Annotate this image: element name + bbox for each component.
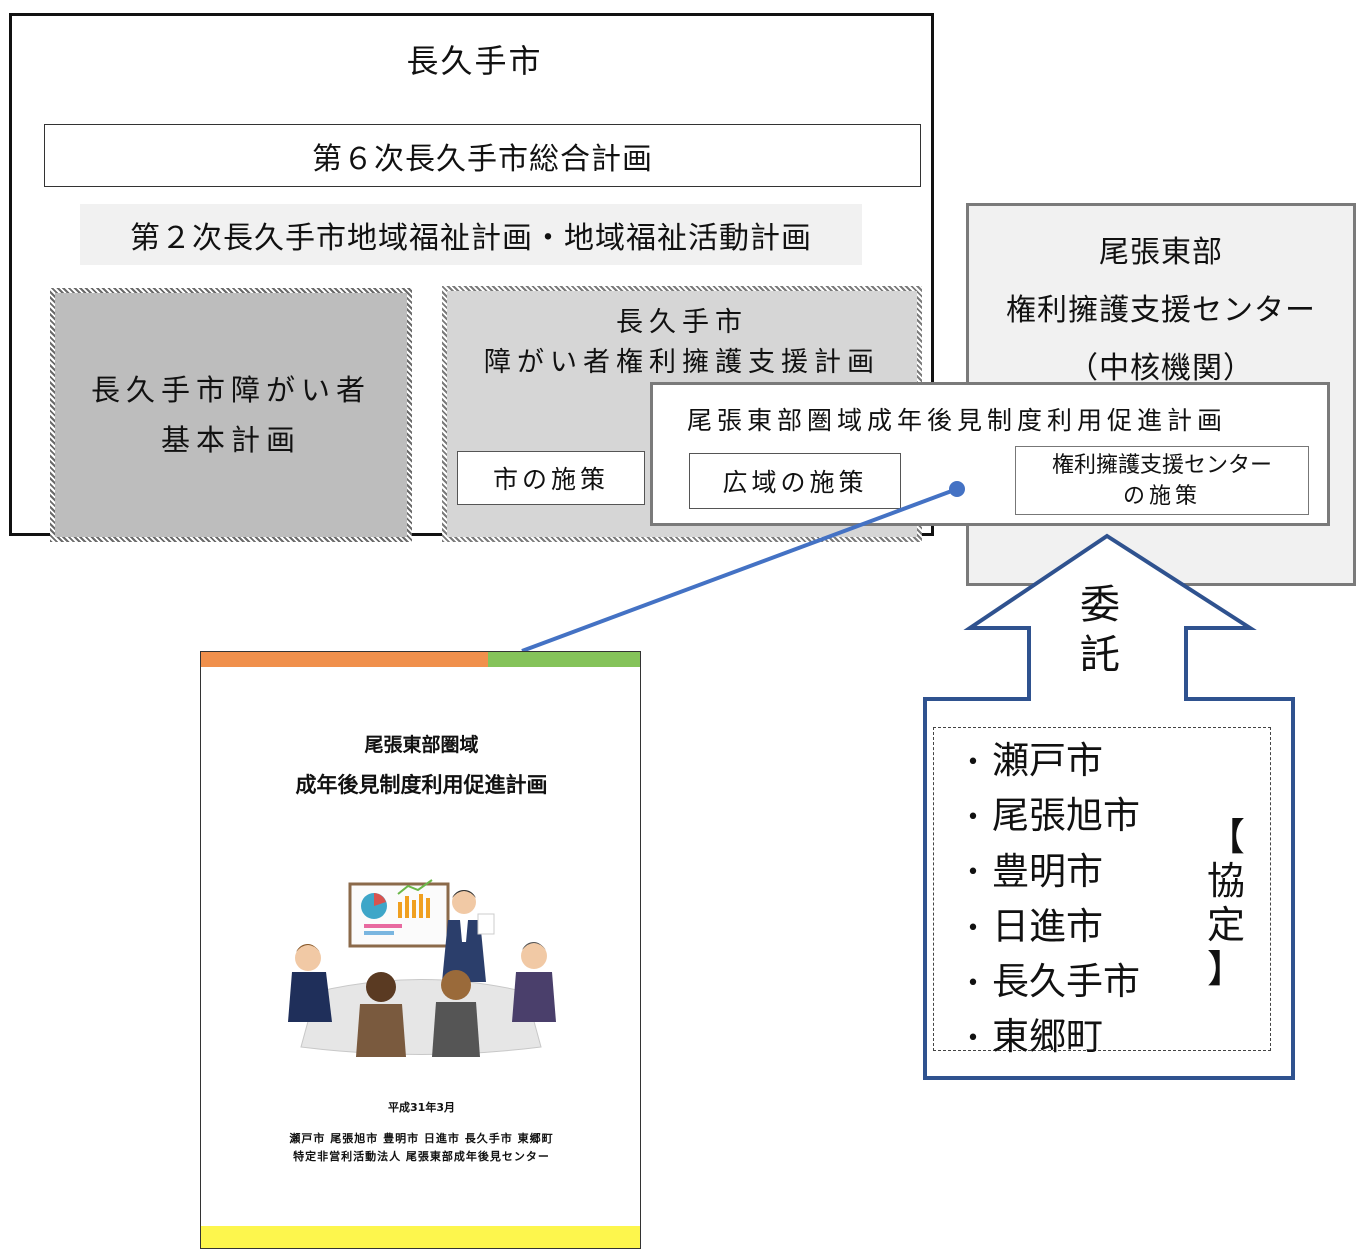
municipality-name: 長久手市 <box>992 960 1140 1003</box>
cover-members-line-1: 瀬戸市 尾張旭市 豊明市 日進市 長久手市 東郷町 <box>289 1132 554 1145</box>
city-title: 長久手市 <box>406 42 543 80</box>
promotion-plan-box: 尾張東部圏域成年後見制度利用促進計画 広域の施策 権利擁護支援センター の施策 <box>650 382 1330 526</box>
back-person-left-body <box>356 1004 406 1057</box>
cover-bottom-bar <box>201 1226 640 1248</box>
presenter-head <box>452 890 476 914</box>
agreement-bracket-open: 【 <box>1206 815 1245 859</box>
municipality-item: • 瀬戸市 <box>954 734 1140 789</box>
municipality-item: • 豊明市 <box>954 845 1140 900</box>
agreement-char-2: 定 <box>1206 903 1245 947</box>
regional-measures-box: 広域の施策 <box>689 453 901 509</box>
bullet-icon: • <box>966 970 980 996</box>
trend-line-icon <box>397 879 433 895</box>
disability-basic-plan-box: 長久手市障がい者 基本計画 <box>50 288 412 542</box>
bullet-icon: • <box>966 915 980 941</box>
agreement-bracket-close: 】 <box>1206 947 1245 991</box>
municipality-name: 尾張旭市 <box>992 794 1140 838</box>
cover-top-bar-green <box>488 652 640 667</box>
center-line-3: （中核機関） <box>1068 351 1254 386</box>
agreement-char-1: 協 <box>1206 859 1245 903</box>
center-line-1: 尾張東部 <box>1099 235 1223 270</box>
basic-plan-line-1: 長久手市障がい者 <box>90 373 371 407</box>
municipalities-box: • 瀬戸市 • 尾張旭市 • 豊明市 • 日進市 • 長久手市 • 東郷町 <box>933 727 1271 1058</box>
bullet-icon: • <box>966 860 980 886</box>
center-measures-box: 権利擁護支援センター の施策 <box>1015 446 1309 515</box>
cover-top-bar-orange <box>201 652 488 667</box>
meeting-illustration <box>288 879 556 1057</box>
general-plan-box: 第６次長久手市総合計画 <box>44 124 921 187</box>
entrust-char-2: 託 <box>1080 632 1120 678</box>
municipality-item: • 尾張旭市 <box>954 789 1141 844</box>
agreement-label: 【 協 定 】 <box>1196 815 1256 991</box>
cover-title-line-1: 尾張東部圏域 <box>364 734 479 756</box>
basic-plan-line-2: 基本計画 <box>160 423 301 457</box>
municipality-item: • 日進市 <box>954 900 1140 955</box>
pie-slice-icon <box>374 893 386 906</box>
center-measures-line-2: の施策 <box>1122 483 1201 509</box>
bullet-icon: • <box>966 749 980 775</box>
bullet-icon: • <box>966 1026 980 1051</box>
plan-cover-document: 尾張東部圏域 成年後見制度利用促進計画 平成3 <box>200 651 641 1249</box>
presenter-body <box>442 920 486 982</box>
center-line-2: 権利擁護支援センター <box>1006 293 1316 328</box>
entrust-char-1: 委 <box>1080 582 1120 628</box>
entrust-label: 委 託 <box>1060 580 1140 680</box>
municipality-name: 日進市 <box>992 904 1103 948</box>
municipality-name: 豊明市 <box>992 849 1103 893</box>
municipality-name: 瀬戸市 <box>992 739 1103 782</box>
back-person-right-body <box>432 1002 480 1057</box>
municipality-item: • 東郷町 <box>954 1010 1140 1065</box>
center-label: 尾張東部 権利擁護支援センター （中核機関） <box>969 224 1353 398</box>
rights-plan-title: 長久手市 障がい者権利擁護支援計画 <box>447 303 917 383</box>
cover-date: 平成31年3月 <box>388 1101 455 1114</box>
bullet-icon: • <box>966 805 980 830</box>
promotion-plan-title: 尾張東部圏域成年後見制度利用促進計画 <box>687 406 1228 435</box>
left-person-body <box>288 972 332 1022</box>
municipality-list: • 瀬戸市 • 尾張旭市 • 豊明市 • 日進市 • 長久手市 • 東郷町 <box>954 734 1141 1066</box>
cover-top-bar <box>201 652 640 667</box>
city-measures-box: 市の施策 <box>457 451 645 505</box>
municipality-name: 東郷町 <box>992 1015 1103 1059</box>
cover-members-line-2: 特定非営利活動法人 尾張東部成年後見センター <box>293 1150 550 1163</box>
right-person-body <box>512 972 556 1022</box>
cover-title-line-2: 成年後見制度利用促進計画 <box>295 773 548 797</box>
municipality-item: • 長久手市 <box>954 955 1141 1010</box>
center-measures-line-1: 権利擁護支援センター <box>1051 452 1272 478</box>
welfare-plan-box: 第２次長久手市地域福祉計画・地域福祉活動計画 <box>80 204 862 265</box>
rights-plan-line-1: 長久手市 <box>616 307 748 338</box>
rights-plan-line-2: 障がい者権利擁護支援計画 <box>484 347 880 378</box>
meeting-table <box>300 979 542 1055</box>
